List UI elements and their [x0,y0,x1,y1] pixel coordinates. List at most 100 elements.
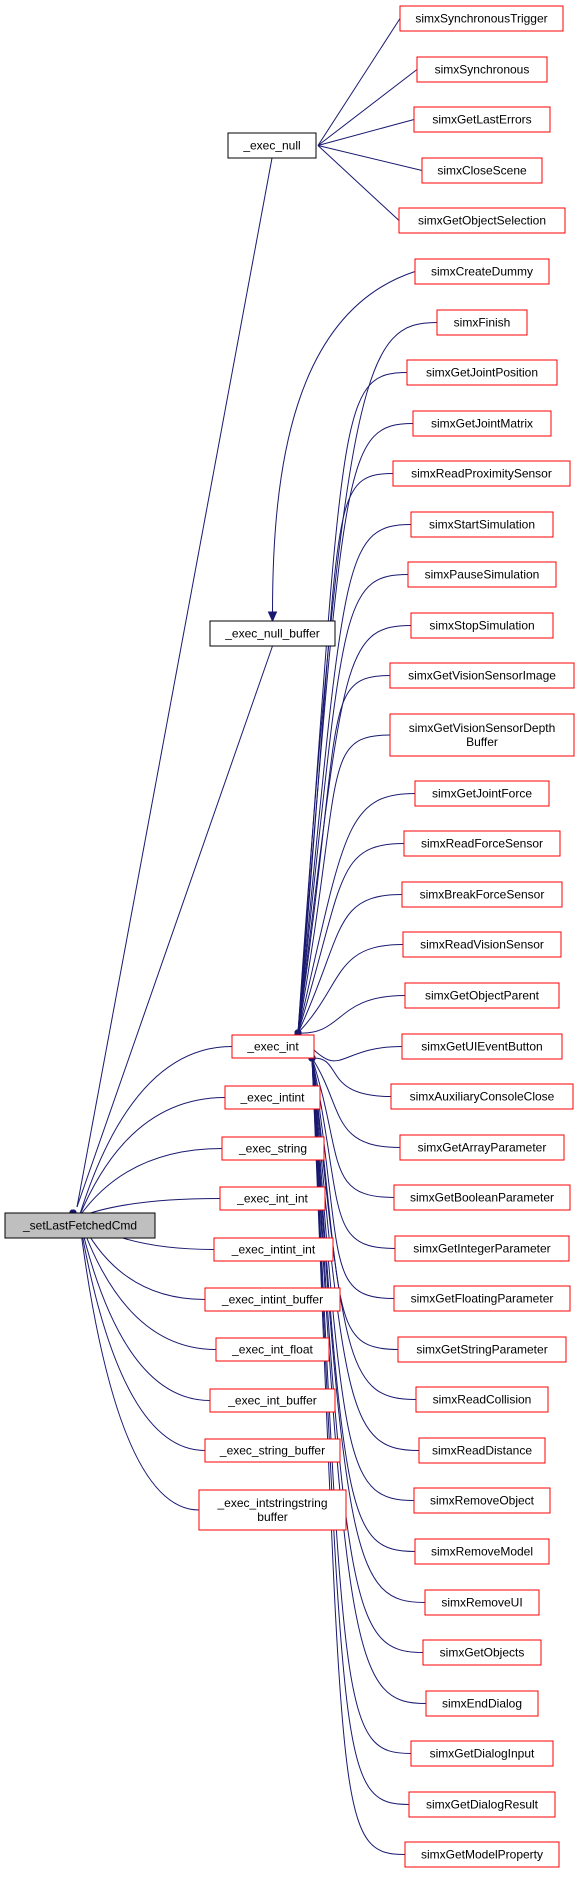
node-simxGetJointPosition[interactable]: simxGetJointPosition [406,359,558,386]
node-box [401,1033,563,1060]
node-box [414,1538,550,1565]
node-exec_int_float[interactable]: _exec_int_float [215,1337,330,1362]
node-exec_string_buffer[interactable]: _exec_string_buffer [204,1438,341,1463]
node-simxGetObjectSelection[interactable]: simxGetObjectSelection [398,207,566,234]
node-simxBreakForceSensor[interactable]: simxBreakForceSensor [401,881,563,908]
node-label: simxReadDistance [432,1444,532,1458]
node-label: simxFinish [454,316,511,330]
node-exec_intint[interactable]: _exec_intint [224,1085,321,1110]
node-label: simxGetDialogResult [426,1798,539,1812]
edge [297,894,403,1034]
node-exec_null[interactable]: _exec_null [227,132,317,159]
node-simxGetUIEventButton[interactable]: simxGetUIEventButton [401,1033,563,1060]
node-simxCloseScene[interactable]: simxCloseScene [421,157,543,184]
node-simxGetJointForce[interactable]: simxGetJointForce [414,780,550,807]
node-simxGetDialogResult[interactable]: simxGetDialogResult [408,1791,556,1818]
node-simxStopSimulation[interactable]: simxStopSimulation [410,612,554,639]
node-simxReadVisionSensor[interactable]: simxReadVisionSensor [402,931,562,958]
node-label: _exec_intint_int [231,1243,316,1257]
node-box [402,931,562,958]
node-box [408,1791,556,1818]
node-simxGetVisionSensorImage[interactable]: simxGetVisionSensorImage [389,662,575,689]
node-box [406,359,558,386]
node-simxRemoveObject[interactable]: simxRemoveObject [413,1487,551,1514]
edge [311,1057,427,1704]
node-simxSynchronous[interactable]: simxSynchronous [416,56,548,83]
node-simxSynchronousTrigger[interactable]: simxSynchronousTrigger [399,5,564,32]
node-simxCreateDummy[interactable]: simxCreateDummy [414,258,550,285]
node-label: simxGetJointPosition [426,366,538,380]
node-exec_intint_buffer[interactable]: _exec_intint_buffer [204,1287,341,1312]
node-box [413,1487,551,1514]
node-simxGetObjects[interactable]: simxGetObjects [422,1639,542,1666]
node-exec_string[interactable]: _exec_string [221,1136,325,1161]
node-layer: _setLastFetchedCmd _exec_null _exec_null_b… [4,5,575,1868]
node-exec_int[interactable]: _exec_int [231,1034,315,1059]
node-exec_intint_int[interactable]: _exec_intint_int [213,1237,334,1262]
node-box [421,157,543,184]
node-simxEndDialog[interactable]: simxEndDialog [425,1690,539,1717]
node-label: simxCloseScene [437,164,527,178]
node-box [401,881,563,908]
node-simxPauseSimulation[interactable]: simxPauseSimulation [407,561,557,588]
node-simxReadDistance[interactable]: simxReadDistance [418,1437,546,1464]
node-label: simxGetArrayParameter [418,1141,547,1155]
edge-layer [69,18,438,1855]
edge [272,271,416,614]
node-simxReadProximitySensor[interactable]: simxReadProximitySensor [392,460,571,487]
node-label: simxGetJointForce [432,787,532,801]
node-label: simxGetObjectParent [425,989,540,1003]
node-label: _setLastFetchedCmd [22,1219,137,1233]
node-box [390,1083,574,1110]
node-simxGetArrayParameter[interactable]: simxGetArrayParameter [399,1134,565,1161]
node-simxGetBooleanParameter[interactable]: simxGetBooleanParameter [393,1184,571,1211]
node-box [219,1186,326,1211]
node-simxGetJointMatrix[interactable]: simxGetJointMatrix [412,410,552,437]
node-exec_int_int[interactable]: _exec_int_int [219,1186,326,1211]
node-exec_int_buffer[interactable]: _exec_int_buffer [209,1388,336,1413]
node-simxReadCollision[interactable]: simxReadCollision [415,1386,549,1413]
node-label: _exec_string [238,1142,307,1156]
node-simxGetDialogInput[interactable]: simxGetDialogInput [410,1740,554,1767]
node-simxGetFloatingParameter[interactable]: simxGetFloatingParameter [393,1285,571,1312]
edge [76,157,273,1208]
node-simxRemoveUI[interactable]: simxRemoveUI [424,1589,540,1616]
edge [317,119,415,146]
node-simxGetModelProperty[interactable]: simxGetModelProperty [404,1841,560,1868]
node-simxFinish[interactable]: simxFinish [436,309,528,336]
node-box [410,612,554,639]
node-box [418,1437,546,1464]
node-label: simxGetObjects [440,1646,525,1660]
node-simxGetObjectParent[interactable]: simxGetObjectParent [404,982,560,1009]
node-label: simxStopSimulation [429,619,534,633]
node-simxStartSimulation[interactable]: simxStartSimulation [410,511,554,538]
node-label: simxRemoveUI [441,1596,522,1610]
node-label: Buffer [466,735,498,749]
node-box [221,1136,325,1161]
node-label: simxGetIntegerParameter [413,1242,550,1256]
node-box [209,620,336,647]
node-label: simxRemoveObject [430,1494,535,1508]
node-box [404,982,560,1009]
node-simxGetLastErrors[interactable]: simxGetLastErrors [413,106,551,133]
edge [297,524,412,1034]
node-simxGetStringParameter[interactable]: simxGetStringParameter [397,1336,567,1363]
node-simxAuxiliaryConsoleClose[interactable]: simxAuxiliaryConsoleClose [390,1083,574,1110]
node-label: _exec_int_int [236,1192,308,1206]
node-box [399,1134,565,1161]
edge [317,18,401,146]
node-label: _exec_intint [239,1091,305,1105]
node-simxGetIntegerParameter[interactable]: simxGetIntegerParameter [394,1235,570,1262]
node-label: simxAuxiliaryConsoleClose [410,1090,555,1104]
edge-arrowhead [267,611,278,623]
node-simxReadForceSensor[interactable]: simxReadForceSensor [403,830,561,857]
edge [297,944,404,1034]
node-box [410,511,554,538]
node-simxRemoveModel[interactable]: simxRemoveModel [414,1538,550,1565]
node-exec_null_buffer[interactable]: _exec_null_buffer [209,620,336,647]
node-label: simxGetFloatingParameter [411,1292,554,1306]
node-label: simxGetModelProperty [421,1848,543,1862]
